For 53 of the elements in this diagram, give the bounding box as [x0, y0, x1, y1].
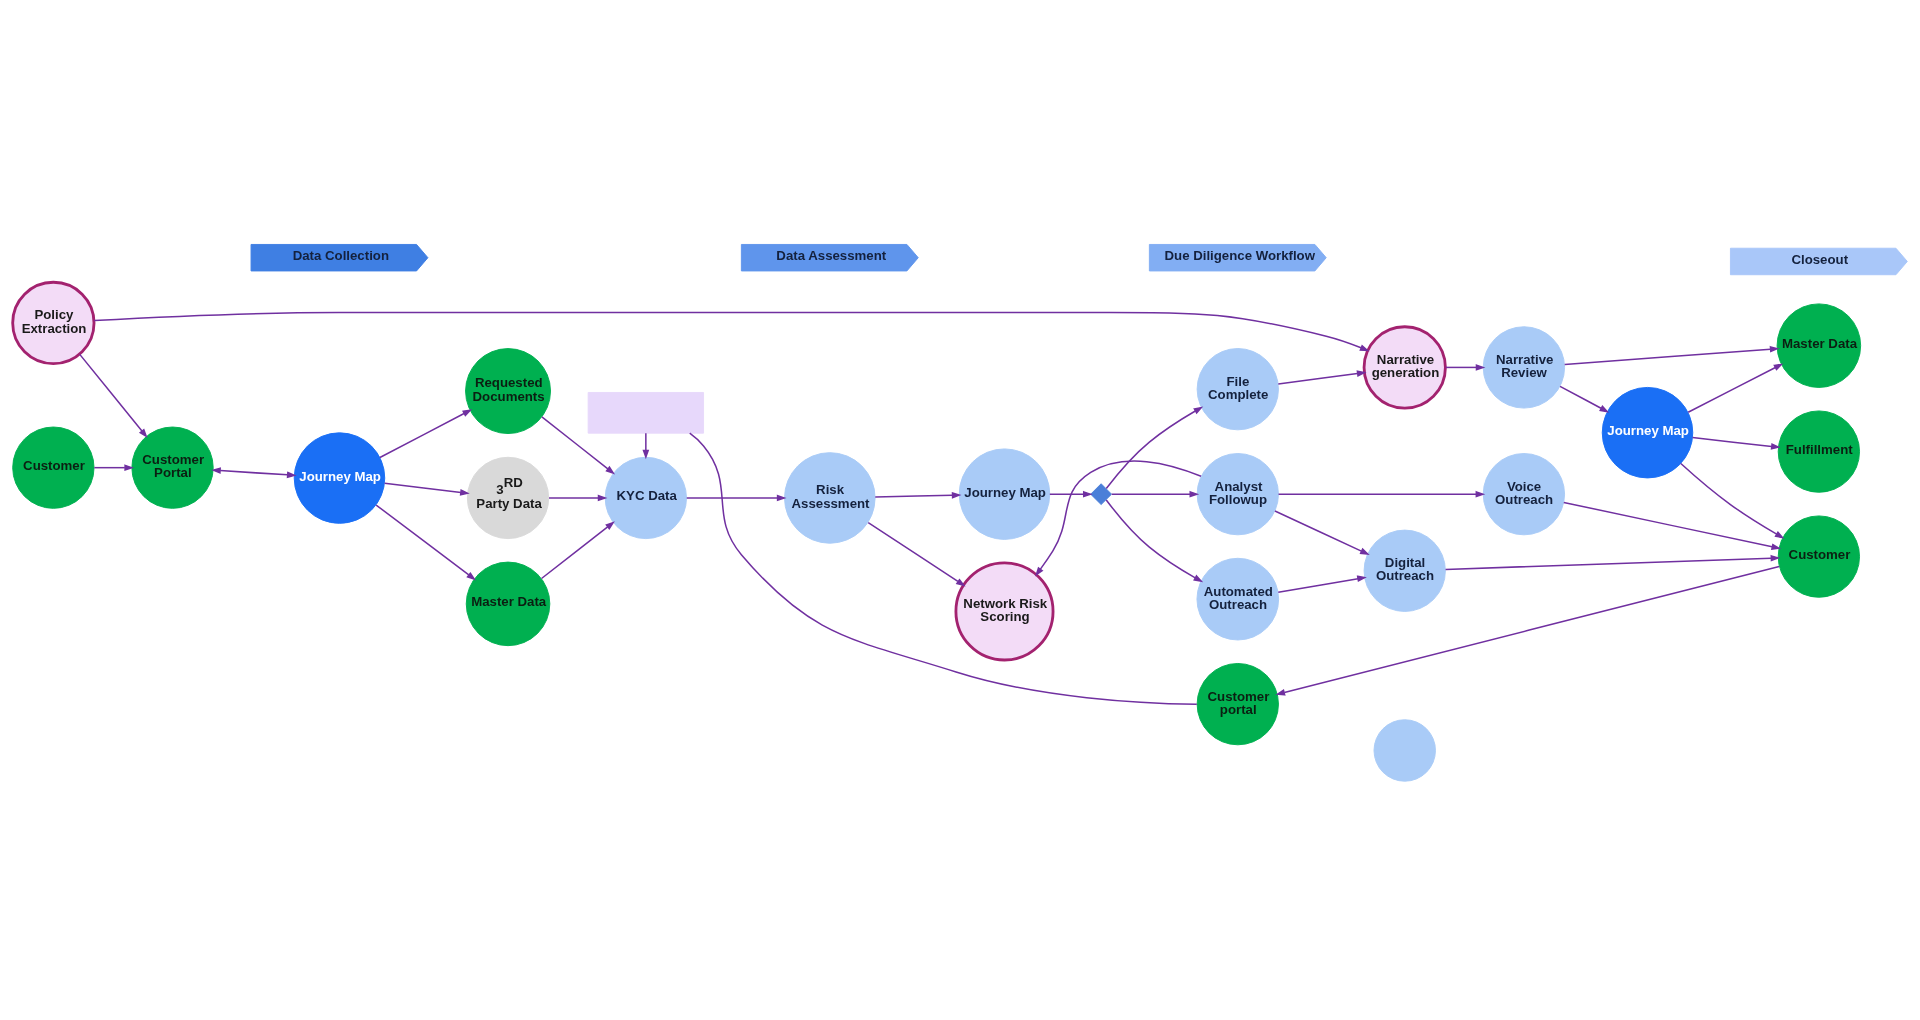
arrow [1444, 364, 1486, 371]
arrow [548, 494, 608, 502]
node-circle: Digital Outreach [1363, 529, 1446, 612]
arrow [375, 504, 477, 581]
node-circle: Automated Outreach [1196, 557, 1280, 641]
arrow [867, 521, 966, 587]
node-circle: Journey Map [958, 448, 1051, 540]
arrow [1680, 462, 1785, 539]
node-circle: Analyst Followup [1196, 453, 1279, 536]
node-circle: Policy Extraction [11, 280, 96, 366]
arrow [1034, 460, 1202, 577]
arrow [1563, 345, 1780, 366]
node-diamond [1090, 483, 1112, 506]
node-circle: Risk Assessment [784, 452, 876, 544]
node-circle: Customer [12, 426, 95, 509]
arrow [1559, 385, 1610, 413]
node-circle: Journey Map [293, 432, 386, 524]
arrow [1105, 499, 1204, 583]
arrow [1105, 406, 1204, 490]
arrow [541, 416, 616, 475]
node-circle: Voice Outreach [1482, 453, 1566, 536]
node-circle: Customer [1777, 515, 1861, 598]
node-circle: Fulfillment [1777, 410, 1861, 493]
node-circle: File Complete [1196, 348, 1279, 431]
node-circle: Narrative generation [1362, 325, 1447, 410]
arrow [379, 409, 473, 459]
arrow [1277, 575, 1367, 594]
arrow [874, 491, 962, 499]
arrow [1691, 436, 1781, 450]
arrow [1274, 510, 1370, 555]
arrow [686, 494, 787, 502]
arrow [93, 311, 1370, 352]
node-circle [1373, 719, 1436, 782]
arrow [1277, 370, 1367, 385]
arrow [1049, 490, 1093, 498]
arrow [540, 521, 615, 580]
arrow [1444, 554, 1781, 571]
node-circle: Requested Documents [465, 348, 551, 435]
node-circle: Narrative Review [1482, 326, 1566, 409]
arrow [642, 432, 650, 460]
arrow [93, 464, 134, 472]
arrow [1277, 490, 1486, 498]
arrow [1687, 363, 1784, 414]
node-circle: Master Data [1776, 303, 1862, 388]
node-box [587, 392, 704, 434]
connector [688, 432, 1198, 706]
arrow [211, 467, 297, 479]
arrow [1275, 565, 1780, 696]
arrow [1111, 490, 1200, 498]
arrow [1563, 501, 1782, 551]
arrow [383, 482, 470, 496]
node-circle: Customer portal [1196, 663, 1279, 746]
arrow [79, 353, 148, 439]
